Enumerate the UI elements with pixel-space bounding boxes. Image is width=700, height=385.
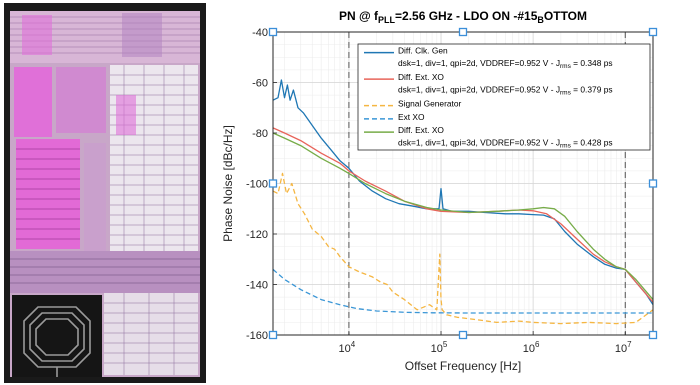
series-group (272, 79, 654, 325)
resize-handle[interactable] (458, 330, 468, 340)
y-tick-label: -140 (246, 280, 268, 292)
resize-handle[interactable] (268, 330, 278, 340)
selection-handles[interactable] (268, 27, 658, 340)
y-tick-label: -120 (246, 229, 268, 241)
series-line-5 (272, 132, 654, 301)
y-axis-label: Phase Noise [dBc/Hz] (221, 125, 235, 242)
legend-entry-label: Diff. Ext. XO (398, 72, 444, 82)
resize-handle[interactable] (268, 27, 278, 37)
y-tick-label: -160 (246, 330, 268, 342)
chart-title: PN @ fPLL=2.56 GHz - LDO ON -#15BOTTOM (339, 9, 587, 25)
x-axis-label: Offset Frequency [Hz] (405, 359, 522, 373)
legend-entry-label: Diff. Clk. Gen (398, 46, 448, 56)
legend-entry-detail: dsk=1, div=1, qpi=3d, VDDREF=0.952 V - J… (398, 137, 613, 149)
resize-handle[interactable] (458, 27, 468, 37)
y-tick-label: -60 (252, 78, 268, 90)
series-line-3 (272, 172, 654, 325)
legend-entry-detail: dsk=1, div=1, qpi=2d, VDDREF=0.952 V - J… (398, 84, 613, 96)
legend-entry-detail: dsk=1, div=1, qpi=2d, VDDREF=0.952 V - J… (398, 58, 613, 70)
resize-handle[interactable] (648, 330, 658, 340)
resize-handle[interactable] (648, 179, 658, 188)
resize-handle[interactable] (648, 27, 658, 37)
legend-entry-label: Diff. Ext. XO (398, 125, 444, 135)
legend-entry-label: Ext XO (398, 112, 425, 122)
chip-layout-image (4, 3, 206, 383)
legend-box (357, 43, 651, 151)
y-tick-label: -80 (252, 128, 268, 140)
legend: Diff. Clk. Gen dsk=1, div=1, qpi=2d, VDDR… (357, 43, 651, 151)
y-tick-label: -40 (252, 27, 268, 39)
resize-handle[interactable] (268, 179, 278, 188)
y-tick-label: -100 (246, 179, 268, 191)
legend-entry-label: Signal Generator (398, 99, 462, 109)
series-line-4 (272, 268, 653, 314)
